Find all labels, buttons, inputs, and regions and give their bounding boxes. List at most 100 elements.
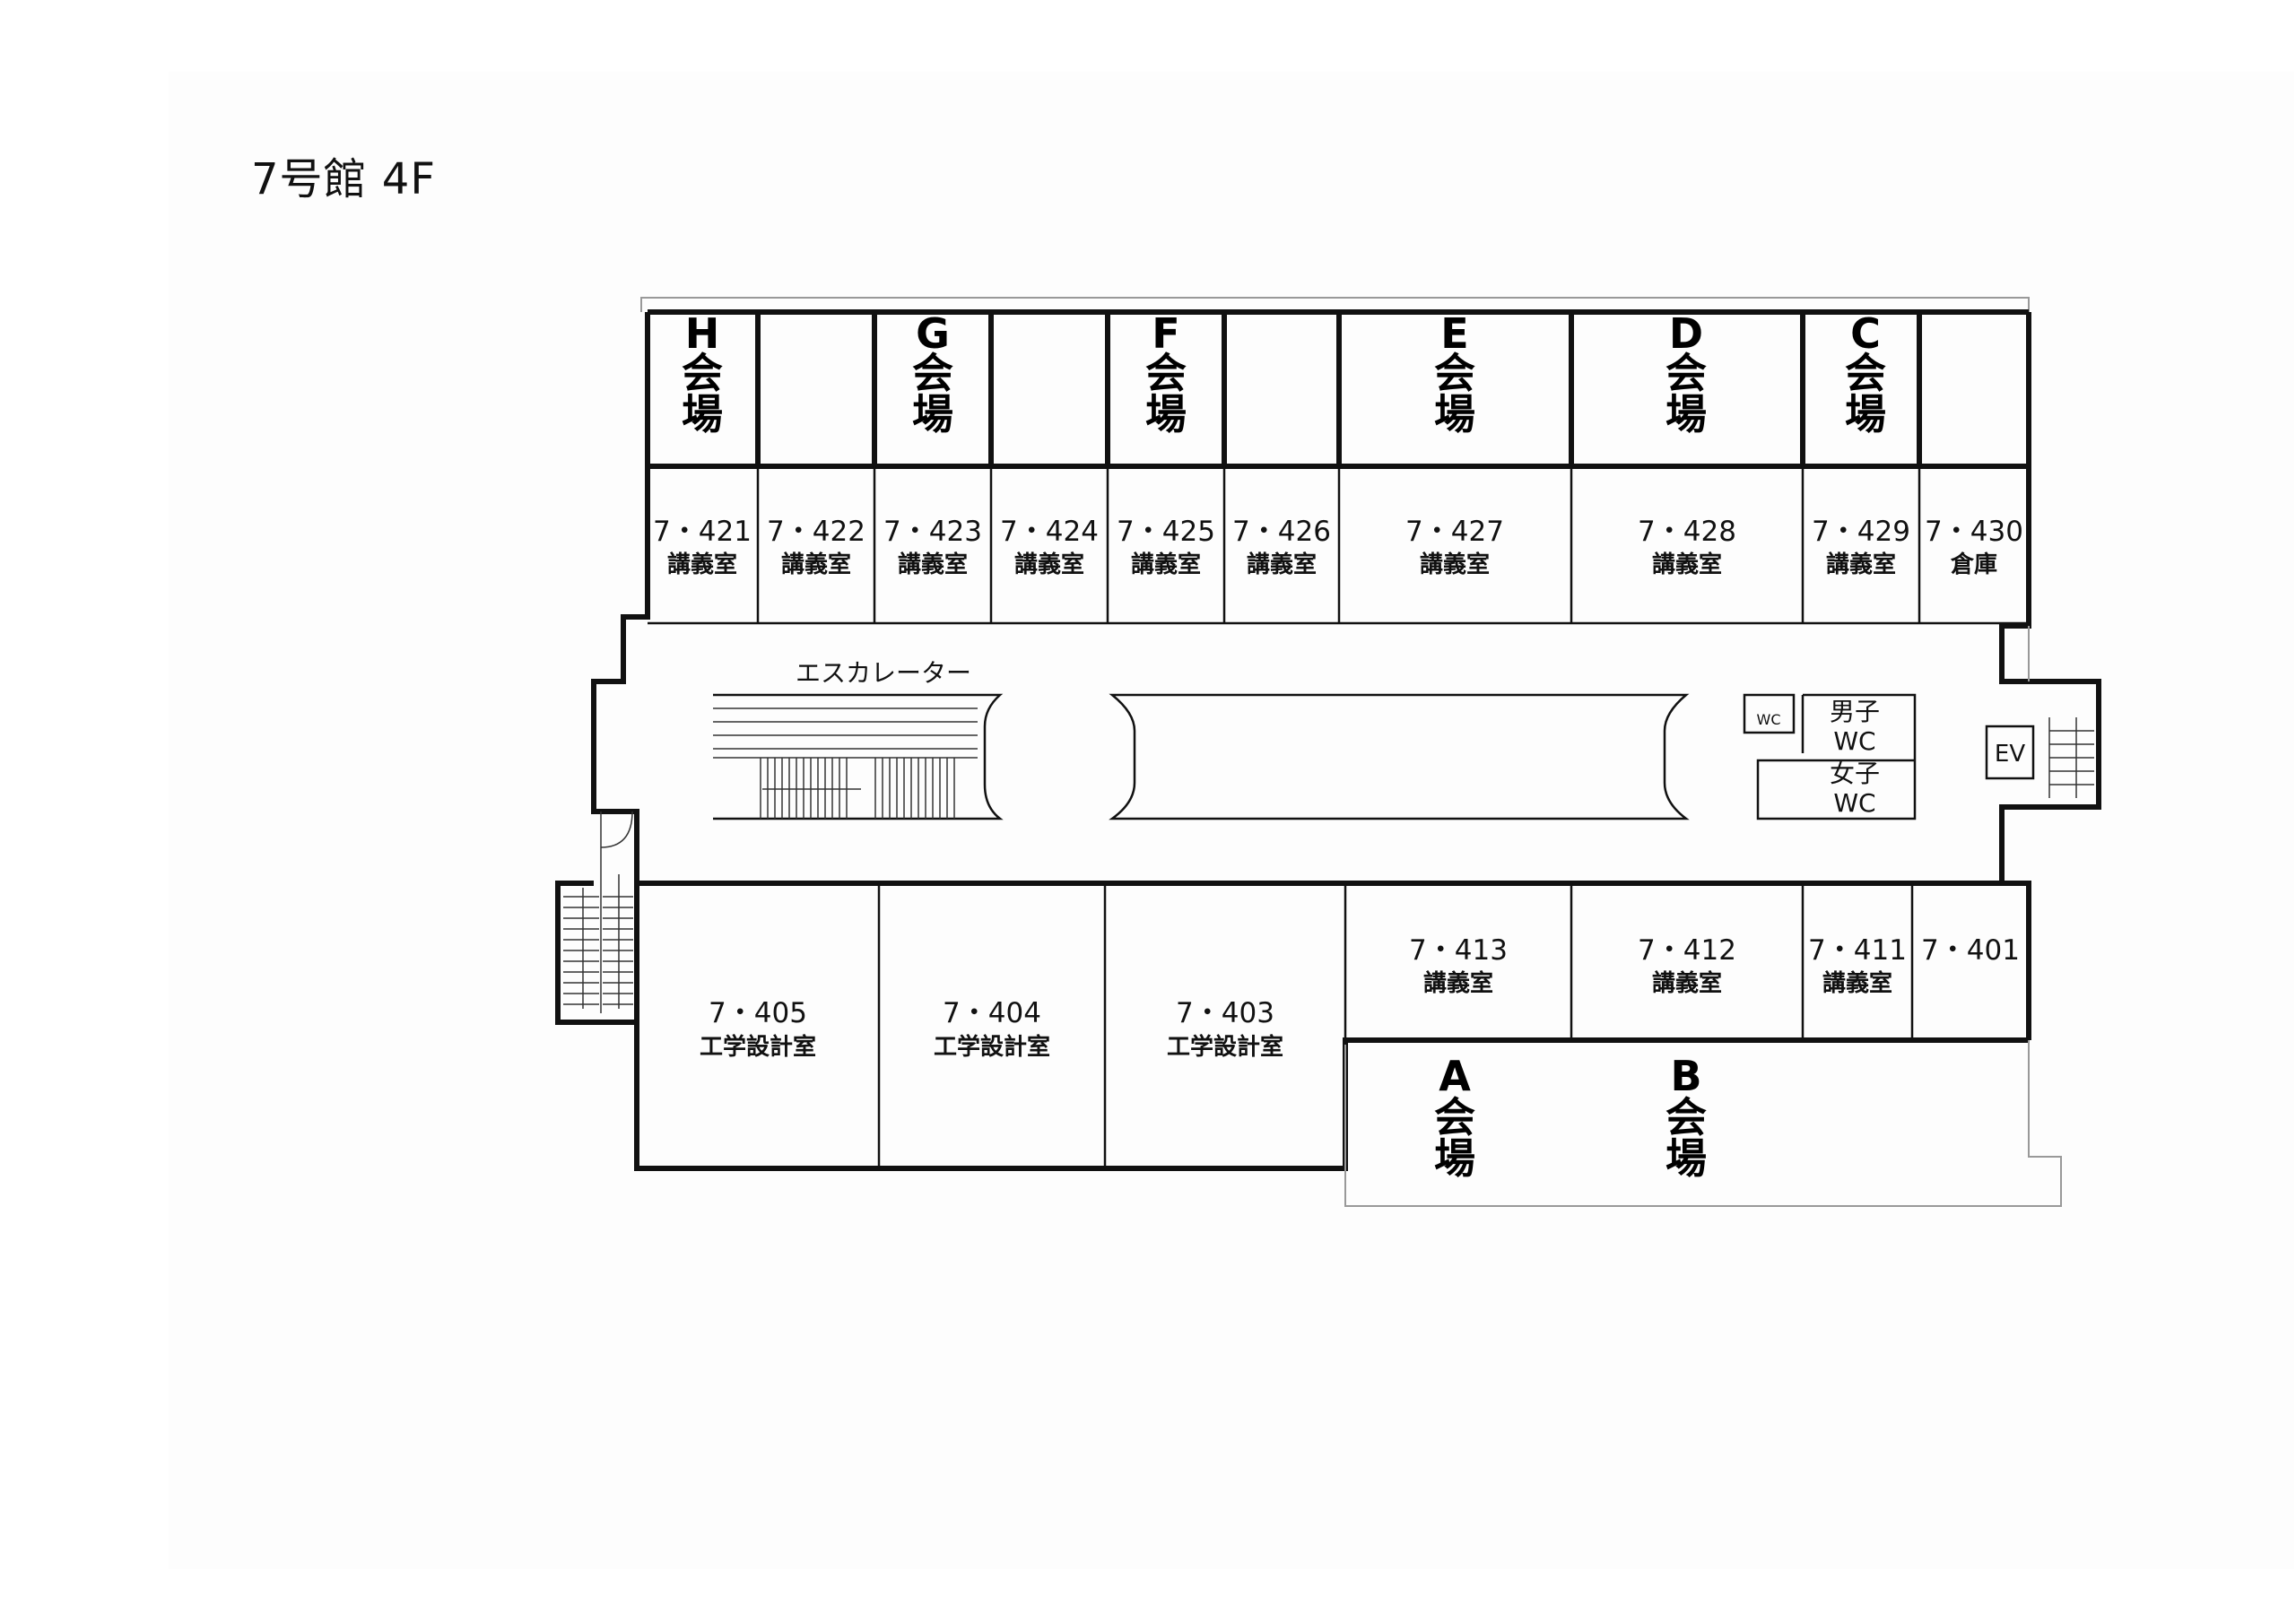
room-412: 7・412 講義室 — [1638, 934, 1736, 997]
elevator-label: EV — [1995, 741, 2025, 768]
svg-text:7・428: 7・428 — [1638, 516, 1736, 548]
room-403: 7・403 工学設計室 — [1167, 997, 1283, 1061]
venue-h: H 会 場 — [682, 309, 723, 438]
sheet — [169, 72, 2294, 1569]
room-426: 7・426 講義室 — [1232, 516, 1331, 578]
venue-c: C 会 場 — [1845, 309, 1886, 438]
svg-text:B: B — [1670, 1052, 1701, 1100]
svg-text:工学設計室: 工学設計室 — [700, 1033, 816, 1061]
room-405: 7・405 工学設計室 — [700, 997, 816, 1061]
womens-wc-label-2: WC — [1833, 788, 1875, 818]
svg-text:G: G — [916, 309, 950, 358]
room-430: 7・430 倉庫 — [1925, 516, 2023, 578]
page-title: 7号館 4F — [251, 154, 436, 204]
room-411: 7・411 講義室 — [1808, 934, 1907, 997]
svg-text:7・423: 7・423 — [883, 516, 982, 548]
room-422: 7・422 講義室 — [767, 516, 865, 578]
svg-text:7・427: 7・427 — [1405, 516, 1504, 548]
west-stairs — [555, 811, 637, 1025]
svg-text:会: 会 — [1434, 349, 1475, 397]
svg-text:場: 場 — [1145, 390, 1187, 438]
svg-text:会: 会 — [1665, 349, 1707, 397]
room-401: 7・401 — [1921, 934, 2020, 967]
svg-text:倉庫: 倉庫 — [1950, 551, 1997, 578]
svg-text:場: 場 — [1665, 390, 1707, 438]
womens-wc-label: 女子 — [1830, 759, 1880, 788]
room-413: 7・413 講義室 — [1409, 934, 1508, 997]
svg-text:会: 会 — [1434, 1093, 1475, 1141]
svg-text:場: 場 — [1845, 390, 1886, 438]
accessible-wc — [1743, 693, 1796, 734]
svg-text:会: 会 — [682, 349, 723, 397]
venue-d: D 会 場 — [1665, 309, 1707, 438]
svg-text:7・421: 7・421 — [653, 516, 752, 548]
svg-text:E: E — [1440, 309, 1468, 358]
venue-e: E 会 場 — [1434, 309, 1475, 438]
svg-text:講義室: 講義室 — [1822, 969, 1892, 997]
room-421: 7・421 講義室 — [653, 516, 752, 578]
svg-text:H: H — [685, 309, 720, 358]
svg-text:講義室: 講義室 — [667, 551, 737, 578]
svg-text:講義室: 講義室 — [1826, 551, 1896, 578]
mens-wc-label-2: WC — [1833, 726, 1875, 756]
svg-text:講義室: 講義室 — [1420, 551, 1490, 578]
svg-text:講義室: 講義室 — [1131, 551, 1201, 578]
svg-text:C: C — [1850, 309, 1881, 358]
svg-text:場: 場 — [912, 390, 953, 438]
venue-dividers — [755, 312, 1922, 466]
room-429: 7・429 講義室 — [1812, 516, 1910, 578]
venue-f: F 会 場 — [1145, 309, 1187, 438]
ab-venue-outline — [1344, 1040, 2062, 1207]
svg-text:7・401: 7・401 — [1921, 934, 2020, 967]
roof-outline — [640, 297, 2030, 312]
room-404: 7・404 工学設計室 — [934, 997, 1050, 1061]
room-427: 7・427 講義室 — [1405, 516, 1504, 578]
room-423: 7・423 講義室 — [883, 516, 982, 578]
svg-text:7・403: 7・403 — [1176, 997, 1274, 1029]
svg-text:7・430: 7・430 — [1925, 516, 2023, 548]
north-room-dividers — [756, 466, 1921, 623]
svg-text:講義室: 講義室 — [1423, 969, 1493, 997]
escalator-label: エスカレーター — [796, 658, 971, 688]
room-425: 7・425 講義室 — [1117, 516, 1215, 578]
svg-text:7・413: 7・413 — [1409, 934, 1508, 967]
svg-text:7・425: 7・425 — [1117, 516, 1215, 548]
svg-text:工学設計室: 工学設計室 — [1167, 1033, 1283, 1061]
svg-text:7・429: 7・429 — [1812, 516, 1910, 548]
svg-text:場: 場 — [682, 390, 723, 438]
svg-text:会: 会 — [1845, 349, 1886, 397]
accessible-wc-label: WC — [1757, 711, 1781, 728]
venue-g: G 会 場 — [912, 309, 953, 438]
svg-text:A: A — [1439, 1052, 1471, 1100]
svg-text:7・405: 7・405 — [709, 997, 807, 1029]
svg-text:講義室: 講義室 — [1652, 551, 1722, 578]
venue-b: B 会 場 — [1665, 1052, 1707, 1183]
svg-text:7・412: 7・412 — [1638, 934, 1736, 967]
venue-a: A 会 場 — [1434, 1052, 1475, 1183]
svg-text:場: 場 — [1434, 390, 1475, 438]
svg-text:会: 会 — [1665, 1093, 1707, 1141]
escalator — [713, 693, 1004, 820]
svg-text:会: 会 — [912, 349, 953, 397]
room-424: 7・424 講義室 — [1000, 516, 1099, 578]
svg-text:7・426: 7・426 — [1232, 516, 1331, 548]
restrooms: WC — [1743, 693, 1917, 820]
south-outer-wall — [634, 883, 2029, 1171]
svg-text:講義室: 講義室 — [781, 551, 851, 578]
svg-text:D: D — [1669, 309, 1703, 358]
svg-text:7・411: 7・411 — [1808, 934, 1907, 967]
room-428: 7・428 講義室 — [1638, 516, 1736, 578]
mens-wc-label: 男子 — [1830, 697, 1880, 726]
svg-text:講義室: 講義室 — [1247, 551, 1317, 578]
svg-text:会: 会 — [1145, 349, 1187, 397]
svg-text:7・404: 7・404 — [943, 997, 1041, 1029]
building-outline-right — [1999, 312, 2101, 1040]
svg-text:7・424: 7・424 — [1000, 516, 1099, 548]
svg-text:講義室: 講義室 — [1014, 551, 1084, 578]
svg-text:講義室: 講義室 — [1652, 969, 1722, 997]
svg-text:7・422: 7・422 — [767, 516, 865, 548]
svg-text:F: F — [1152, 309, 1179, 358]
svg-text:講義室: 講義室 — [898, 551, 968, 578]
